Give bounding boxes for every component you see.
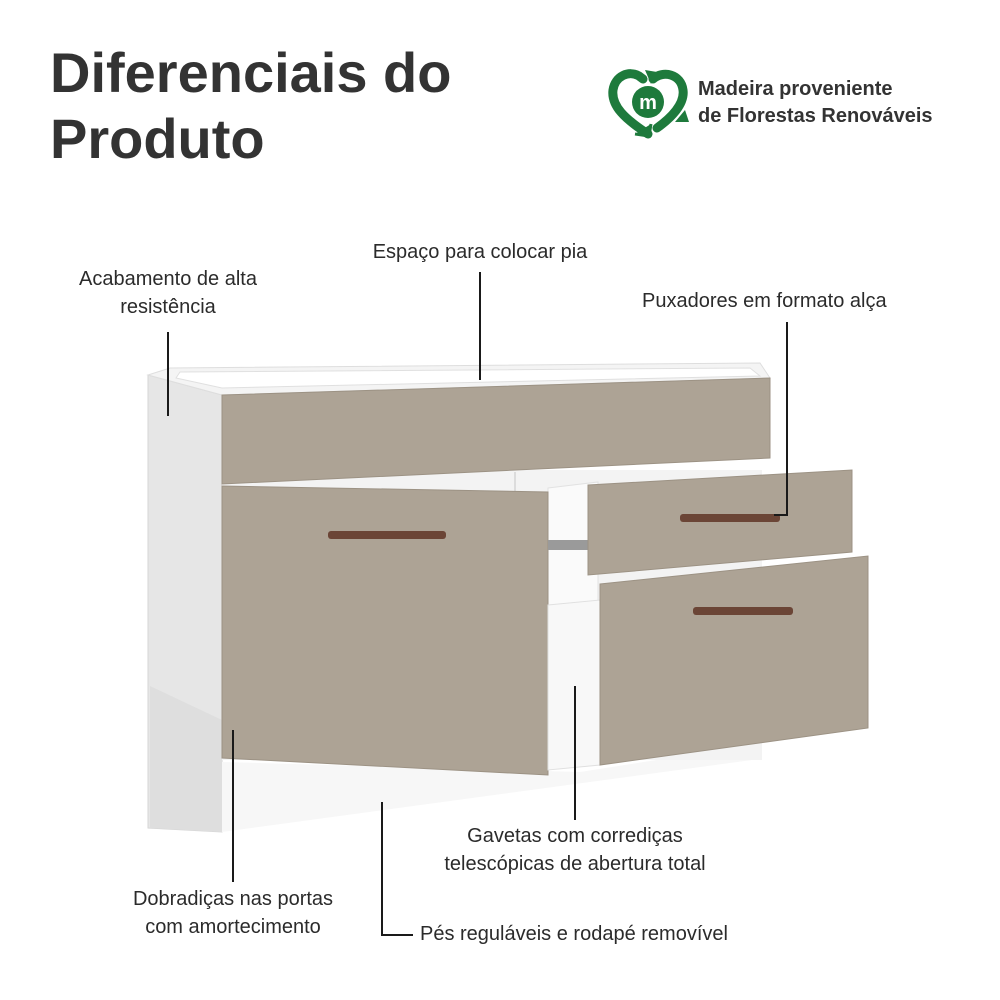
page-title-line2: Produto [50,107,265,170]
leader-line-handles-tick [774,514,788,516]
page-title: Diferenciais do Produto [50,40,451,172]
seal-text-line2: de Florestas Renováveis [698,105,933,127]
callout-handles: Puxadores em formato alça [642,287,887,315]
callout-finish-line1: Acabamento de alta [79,268,257,290]
seal-text: Madeira proveniente de Florestas Renováv… [698,76,933,130]
callout-slides-line2: telescópicas de abertura total [444,853,706,875]
callout-hinges-line1: Dobradiças nas portas [132,888,334,910]
callout-sink-space-text: Espaço para colocar pia [372,241,588,263]
seal-text-line1: Madeira proveniente [698,78,893,100]
upper-drawer-handle [680,514,780,522]
leader-line-sink-space [479,272,481,380]
leader-line-slides [574,686,576,820]
leader-line-feet [381,802,383,936]
callout-finish: Acabamento de alta resistência [58,265,278,321]
leader-line-feet-tick [381,934,413,936]
lower-drawer [547,555,869,771]
callout-feet-text: Pés reguláveis e rodapé removível [420,923,728,945]
callout-sink-space: Espaço para colocar pia [340,238,620,266]
upper-drawer [587,469,853,576]
lower-drawer-handle [693,607,793,615]
callout-finish-line2: resistência [120,296,216,318]
leader-line-hinges [232,730,234,882]
door-handle [328,531,446,539]
callout-slides-line1: Gavetas com corrediças [467,825,683,847]
page-title-line1: Diferenciais do [50,41,452,104]
callout-feet: Pés reguláveis e rodapé removível [420,920,728,948]
seal-letter: m [639,92,657,114]
callout-handles-text: Puxadores em formato alça [642,290,887,312]
recycle-leaf-m-icon: m [608,69,689,139]
callout-slides: Gavetas com corrediças telescópicas de a… [408,822,742,878]
callout-hinges: Dobradiças nas portas com amortecimento [108,885,358,941]
leader-line-finish [167,332,169,416]
top-drawer-front [221,377,771,485]
leader-line-handles [786,322,788,516]
open-door [221,485,549,776]
callout-hinges-line2: com amortecimento [145,916,321,938]
